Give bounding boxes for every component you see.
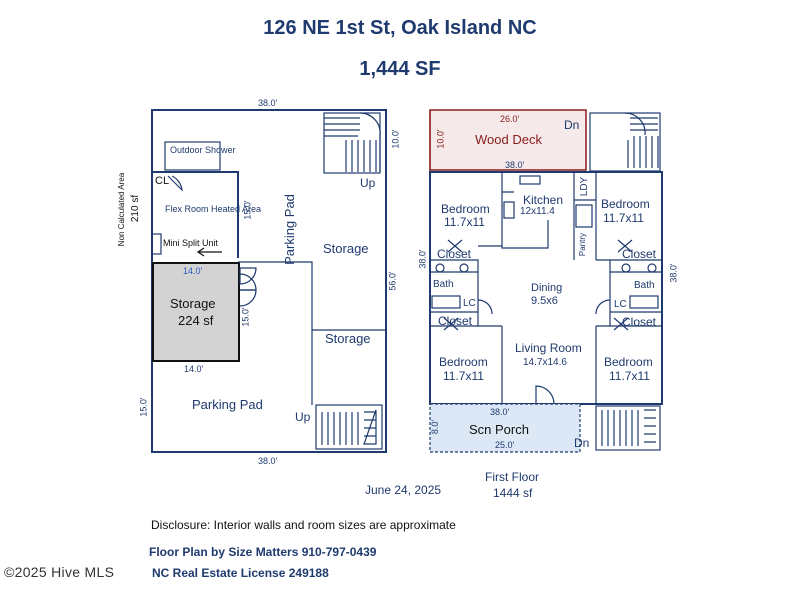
storage-lower-label: Storage (325, 331, 371, 346)
living-room-label: Living Room (515, 341, 582, 355)
kitchen-size: 12x11.4 (520, 206, 555, 217)
first-floor-name: First Floor (485, 470, 539, 484)
parking-pad-vertical-label: Parking Pad (281, 194, 297, 265)
dn-bottom-label: Dn (574, 436, 590, 450)
pantry-label: Pantry (578, 232, 588, 257)
bath-left-label: Bath (433, 279, 454, 290)
non-calculated-area-label: Non Calculated Area (117, 172, 127, 247)
license-number: NC Real Estate License 249188 (152, 566, 329, 580)
bath-tub-left (431, 295, 461, 309)
linen-closet-right-label: LC (614, 299, 627, 310)
kitchen-label: Kitchen (523, 193, 564, 207)
total-area: 1,444 SF (359, 58, 441, 80)
outdoor-shower-box (164, 141, 221, 171)
storage-main-sf: 224 sf (178, 313, 214, 328)
flex-room-width: 14.0' (183, 266, 203, 276)
porch-depth-dimension: 8.0' (430, 419, 441, 435)
mini-split-unit (151, 233, 162, 255)
front-door-swing (535, 385, 555, 405)
closet-bottom-left-label: Closet (438, 314, 473, 328)
bedroom-top-right-size: 11.7x11 (603, 211, 644, 225)
bedroom-bottom-left-label: Bedroom (439, 355, 488, 369)
mini-split-arrow (196, 247, 222, 257)
dining-label: Dining (531, 282, 563, 294)
closet-bottom-right-label: Closet (622, 315, 657, 329)
storage-upper-label: Storage (323, 241, 369, 256)
bedroom-bottom-right-label: Bedroom (604, 355, 653, 369)
ground-bottom-dimension: 38.0' (258, 456, 278, 466)
living-room-size: 14.7x14.6 (523, 357, 567, 368)
storage-main-label: Storage (170, 296, 216, 311)
flex-room-walls (152, 171, 239, 258)
flex-room-label: Flex Room Heated Area (165, 203, 261, 215)
first-width-dimension: 38.0' (505, 160, 525, 170)
first-floor-sf: 1444 sf (493, 486, 533, 500)
kitchen-fridge (575, 204, 593, 228)
parking-pad-label: Parking Pad (192, 397, 263, 412)
storage-partition (238, 261, 386, 405)
non-calculated-area-sf: 210 sf (130, 194, 142, 223)
flex-room-text: Flex Room Heated Area (165, 204, 262, 214)
ground-right-dimension: 56.0' (387, 271, 398, 291)
kitchen-sink (519, 175, 541, 185)
porch-inner-dimension: 25.0' (495, 440, 515, 450)
kitchen-walls (501, 172, 597, 260)
bath-tub-right (629, 295, 659, 309)
storage-room-shaded (152, 262, 240, 362)
laundry-label: LDY (579, 176, 591, 197)
plan-date: June 24, 2025 (365, 483, 442, 497)
storage-door-c (239, 289, 257, 307)
deck-depth-dimension: 10.0' (435, 129, 446, 149)
closet-top-left-label: Closet (437, 247, 472, 261)
ground-left-dimension: 15.0' (138, 397, 149, 417)
ground-level-plan (151, 109, 387, 453)
stair-top-first (589, 112, 661, 172)
linen-closet-left-label: LC (463, 298, 476, 309)
first-left-dimension: 38.0' (417, 249, 428, 269)
wood-deck-label: Wood Deck (475, 132, 542, 147)
bath-right-label: Bath (634, 280, 655, 291)
up-top-label: Up (360, 176, 376, 190)
first-right-dimension: 38.0' (668, 263, 679, 283)
storage-bottom-dimension: 14.0' (184, 364, 204, 374)
disclosure-text: Disclosure: Interior walls and room size… (151, 518, 456, 532)
mini-split-label: Mini Split Unit (163, 238, 219, 248)
deck-width-dimension: 26.0' (500, 114, 520, 124)
closet-top-right-label: Closet (622, 247, 657, 261)
kitchen-range (503, 201, 515, 219)
bedroom-bottom-left-size: 11.7x11 (443, 369, 484, 383)
porch-width-dimension: 38.0' (490, 407, 510, 417)
outdoor-shower-text: Outdoor Shower (170, 145, 236, 155)
flex-room-dimension: 15.0' (242, 200, 253, 220)
dining-size: 9.5x6 (531, 295, 558, 307)
dn-top-label: Dn (564, 118, 580, 132)
storage-side-dimension: 15.0' (240, 307, 251, 327)
cl-label: CL (155, 175, 170, 187)
watermark-text: ©2025 Hive MLS (4, 564, 115, 580)
ground-stair-dimension: 10.0' (390, 129, 401, 149)
page-title: 126 NE 1st St, Oak Island NC (263, 17, 537, 39)
outdoor-shower-label: Outdoor Shower (170, 144, 236, 156)
bedroom-bottom-right-size: 11.7x11 (609, 369, 650, 383)
cl-door-swing (167, 175, 183, 192)
first-floor-plan (429, 109, 663, 453)
stair-bottom-first (595, 405, 661, 451)
company-credit: Floor Plan by Size Matters 910-797-0439 (149, 545, 377, 559)
screened-porch-area (429, 403, 581, 453)
bedroom-top-left-label: Bedroom (441, 202, 490, 216)
screened-porch-label: Scn Porch (469, 422, 529, 437)
bedroom-top-left-size: 11.7x11 (444, 215, 485, 229)
bedroom-top-right-label: Bedroom (601, 197, 650, 211)
up-bottom-label: Up (295, 410, 311, 424)
ground-top-dimension: 38.0' (258, 98, 278, 108)
